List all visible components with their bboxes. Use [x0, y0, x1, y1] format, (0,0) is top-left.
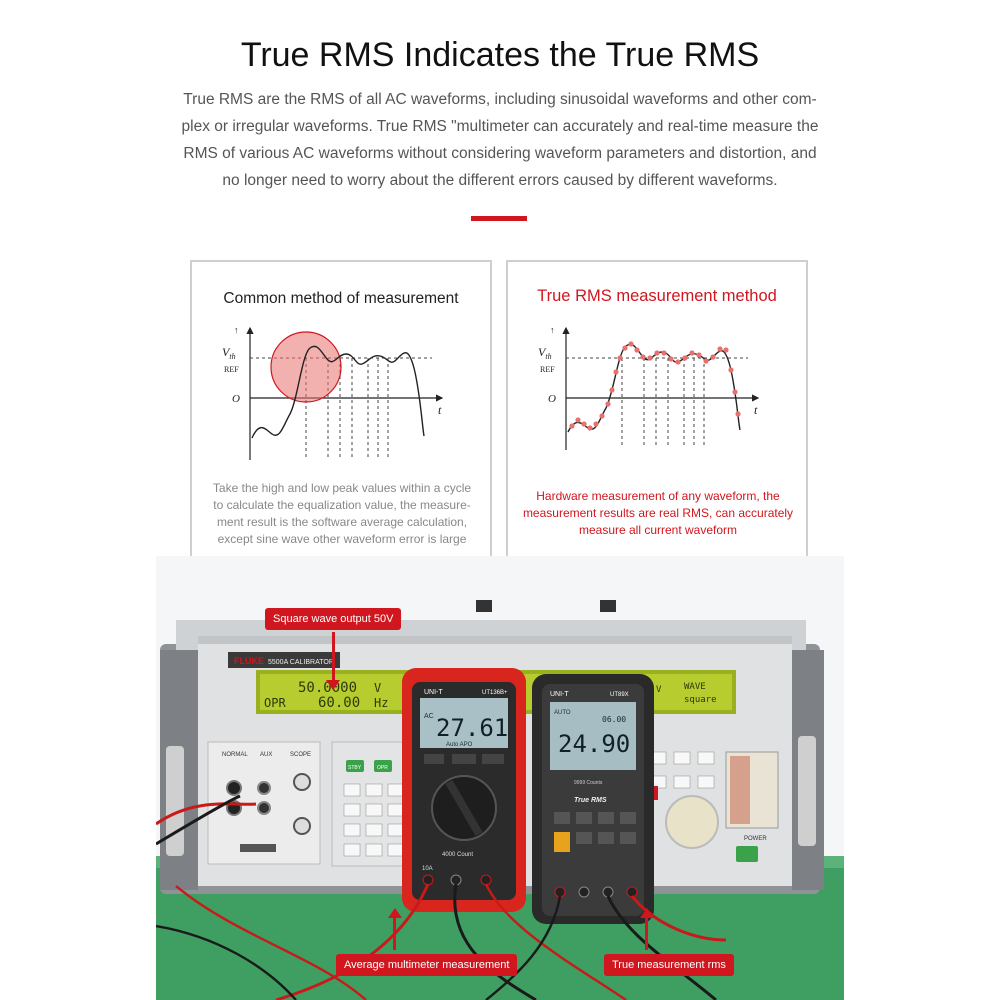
svg-text:POWER: POWER — [744, 836, 767, 842]
desc-line: measure all current waveform — [578, 523, 738, 537]
true-rms-panel: True RMS measurement method ↑ Vth REF O … — [506, 260, 808, 562]
desc-line: Hardware measurement of any waveform, th… — [536, 489, 780, 503]
svg-text:t: t — [438, 403, 442, 417]
svg-text:O: O — [232, 393, 240, 405]
calibrator-and-multimeters-scene: FLUKE 5500A CALIBRATOR 50.0000 V OPR 60.… — [156, 556, 844, 1000]
common-method-description: Take the high and low peak values within… — [200, 480, 484, 548]
svg-text:WAVE: WAVE — [684, 682, 706, 692]
svg-text:t: t — [754, 403, 758, 417]
arrowhead-up-icon — [640, 908, 654, 918]
svg-text:NORMAL: NORMAL — [222, 752, 248, 758]
svg-text:True RMS: True RMS — [574, 797, 607, 804]
svg-text:STBY: STBY — [348, 765, 362, 771]
svg-text:REF: REF — [540, 365, 555, 374]
intro-line: RMS of various AC waveforms without cons… — [183, 145, 817, 162]
intro-line: no longer need to worry about the differ… — [222, 172, 778, 189]
average-measurement-tag: Average multimeter measurement — [336, 954, 518, 976]
common-method-waveform-graph: ↑ Vth REF O t — [222, 325, 444, 460]
intro-line: plex or irregular waveforms. True RMS "m… — [181, 118, 819, 135]
svg-text:↑: ↑ — [550, 325, 555, 335]
true-rms-description: Hardware measurement of any waveform, th… — [516, 488, 800, 539]
arrowhead-up-icon — [388, 908, 402, 918]
common-method-panel: Common method of measurement ↑ Vth REF O… — [190, 260, 492, 562]
svg-text:UNI-T: UNI-T — [550, 691, 569, 698]
svg-text:AUX: AUX — [260, 752, 272, 758]
svg-text:Auto APO: Auto APO — [446, 742, 473, 748]
true-rms-multimeter: UNI-T UT89X AUTO 06.00 24.90 9999 Counts… — [532, 674, 654, 924]
average-multimeter: UNI-T UT136B+ AC 27.61 Auto APO 4000 Cou… — [402, 668, 526, 912]
arrowhead-down-icon — [326, 680, 340, 690]
svg-text:O: O — [548, 393, 556, 405]
desc-line: except sine wave other waveform error is… — [217, 532, 467, 546]
svg-text:OPR: OPR — [377, 765, 388, 771]
page-title: True RMS Indicates the True RMS — [240, 36, 760, 74]
meter2-reading: 24.90 — [558, 730, 630, 758]
product-photo: FLUKE 5500A CALIBRATOR 50.0000 V OPR 60.… — [156, 556, 844, 1000]
svg-text:SCOPE: SCOPE — [290, 752, 311, 758]
intro-paragraph: True RMS are the RMS of all AC waveforms… — [160, 86, 840, 194]
svg-text:5500A CALIBRATOR: 5500A CALIBRATOR — [268, 659, 334, 666]
panel-title: Common method of measurement — [223, 290, 459, 307]
svg-text:V: V — [374, 681, 381, 695]
svg-text:↑: ↑ — [234, 325, 239, 335]
svg-text:06.00: 06.00 — [602, 715, 626, 724]
true-rms-measurement-tag: True measurement rms — [604, 954, 734, 976]
arrow-up-icon — [393, 916, 396, 950]
svg-text:OPR: OPR — [264, 696, 286, 710]
svg-text:V: V — [656, 685, 662, 695]
panel-title: True RMS measurement method — [537, 287, 777, 305]
peak-highlight-circle — [270, 331, 342, 403]
svg-text:FLUKE: FLUKE — [234, 656, 264, 666]
square-wave-output-tag: Square wave output 50V — [265, 608, 402, 630]
svg-text:Vth: Vth — [538, 345, 552, 361]
svg-text:9999 Counts: 9999 Counts — [574, 780, 603, 786]
desc-line: measurement results are real RMS, can ac… — [522, 506, 794, 520]
desc-line: to calculate the equalization value, the… — [213, 498, 471, 512]
sample-points — [569, 341, 741, 431]
desc-line: Take the high and low peak values within… — [212, 481, 472, 495]
desc-line: ment result is the software average calc… — [216, 515, 468, 529]
svg-text:REF: REF — [224, 365, 239, 374]
svg-text:4000 Count: 4000 Count — [442, 852, 473, 858]
svg-text:UT89X: UT89X — [610, 692, 629, 698]
svg-text:square: square — [684, 695, 717, 705]
svg-text:UT136B+: UT136B+ — [482, 690, 508, 696]
intro-line: True RMS are the RMS of all AC waveforms… — [183, 91, 817, 108]
arrow-down-icon — [332, 632, 335, 684]
meter1-reading: 27.61 — [436, 714, 508, 742]
arrow-up-icon — [645, 916, 648, 950]
svg-text:Hz: Hz — [374, 696, 388, 710]
divider-accent — [471, 216, 527, 221]
svg-text:60.00: 60.00 — [318, 695, 360, 711]
true-rms-waveform-graph: ↑ Vth REF O t — [538, 325, 760, 450]
svg-text:Vth: Vth — [222, 345, 236, 361]
svg-text:AC: AC — [424, 713, 434, 720]
svg-text:AUTO: AUTO — [554, 710, 571, 716]
svg-text:UNI-T: UNI-T — [424, 689, 443, 696]
svg-text:10A: 10A — [422, 866, 433, 872]
